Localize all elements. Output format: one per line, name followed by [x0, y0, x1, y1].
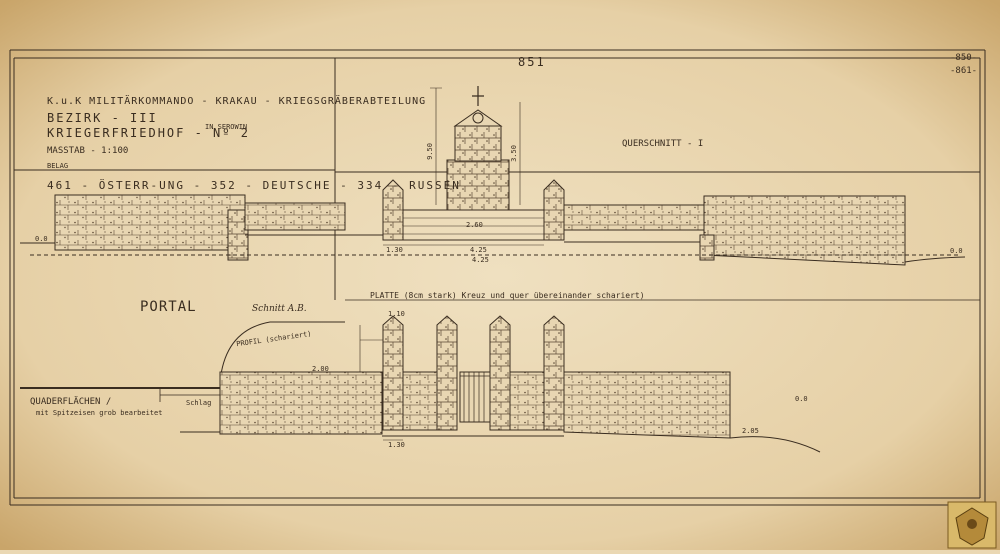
portal-label: PORTAL [140, 299, 197, 315]
dim-gap: 1.30 [388, 441, 405, 449]
dim-right: 2.05 [742, 427, 759, 435]
dim-span: 1.30 [386, 246, 403, 254]
header-burials: 461 - ÖSTERR-UNG - 352 - DEUTSCHE - 334 … [47, 179, 461, 192]
header-district: BEZIRK - III [47, 111, 158, 125]
header-cemetery: KRIEGERFRIEDHOF - Nº 2 [47, 126, 250, 140]
dim-inner: 2.60 [466, 221, 483, 229]
frame [9, 49, 986, 506]
dim-pier: 1.10 [388, 310, 405, 318]
elevation-top [20, 86, 966, 266]
dim-total-height: 9.50 [425, 143, 434, 160]
schlag-label: Schlag [186, 399, 212, 407]
elevation-bottom [180, 315, 821, 453]
schnitt-label: Schnitt A.B. [252, 304, 307, 314]
coat-of-arms-icon [947, 501, 997, 549]
dim-level-right: 0.0 [950, 247, 963, 255]
dim-step: 4.25 [470, 246, 487, 254]
dim-monument-height: 3.50 [509, 145, 518, 162]
portal-curve [219, 321, 345, 383]
dim-wall: 2.00 [312, 365, 329, 373]
header-line1: K.u.K MILITÄRKOMMANDO - KRAKAU - KRIEGSG… [47, 96, 427, 107]
dim-level-bottom: 0.0 [795, 395, 808, 403]
quaderflaechen-label: QUADERFLÄCHEN / [30, 397, 112, 407]
dim-width: 4.25 [472, 256, 489, 264]
dim-level-left: 0.0 [35, 235, 48, 243]
sheet-corner-bottom: -861- [950, 66, 978, 76]
sheet-number: 851 [518, 55, 546, 69]
header-scale: MASSTAB - 1:100 [47, 146, 129, 156]
header-place: IN SEROWIN [205, 123, 248, 131]
platte-label: PLATTE (8cm stark) Kreuz und quer überei… [370, 291, 645, 300]
section-label: QUERSCHNITT - I [622, 139, 704, 149]
sheet-corner-top: -850- [950, 53, 978, 63]
quader-note: mit Spitzeisen grob bearbeitet [36, 409, 163, 417]
header-belag: BELAG [47, 162, 69, 170]
